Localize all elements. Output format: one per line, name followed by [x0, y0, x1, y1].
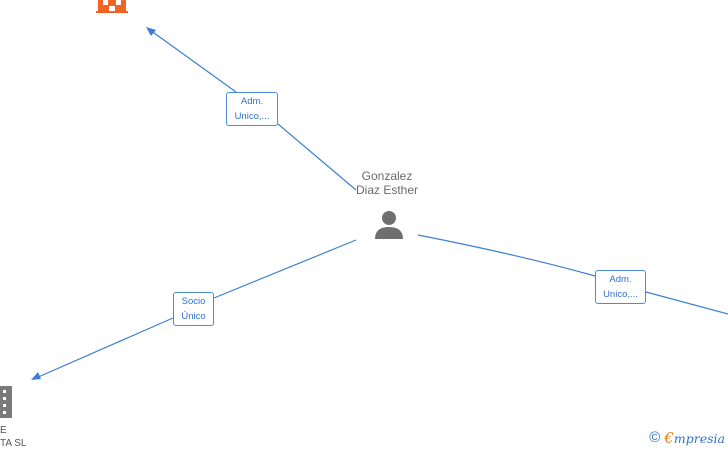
person-name[interactable]: Gonzalez Diaz Esther	[340, 169, 434, 197]
person-name-line1: Gonzalez	[361, 169, 413, 183]
building-icon	[96, 0, 128, 13]
edge-label-line1: Adm.	[609, 274, 632, 285]
company-name-line2: TA SL	[0, 438, 27, 449]
building-icon	[0, 386, 12, 418]
company-node-top[interactable]	[96, 0, 130, 19]
brand-rest: mpresia	[673, 431, 725, 446]
arrow-head	[31, 372, 41, 380]
edge-label-line1: Socio	[181, 296, 206, 307]
edge-bottom-left-company	[31, 239, 357, 380]
edge-right-company	[417, 234, 728, 315]
brand-logo-text: €mpresia	[664, 429, 725, 447]
edge-label-line2: Unico,...	[234, 111, 270, 122]
brand-first-letter: €	[664, 429, 674, 447]
company-node-bottom-left[interactable]	[0, 386, 14, 425]
empresia-brand[interactable]: © €mpresia	[649, 429, 725, 447]
edge-label-adm-right[interactable]: Adm. Unico,...	[595, 270, 646, 304]
company-name-line1: E	[0, 425, 7, 436]
copyright-icon: ©	[649, 429, 661, 446]
edge-label-line2: Unico,...	[603, 289, 638, 300]
person-node[interactable]	[373, 209, 405, 246]
person-icon	[375, 211, 403, 239]
arrow-head	[146, 27, 156, 36]
person-name-line2: Diaz Esther	[355, 183, 419, 197]
edge-label-line2: Único	[181, 311, 206, 322]
edge-label-line1: Adm.	[240, 96, 264, 107]
edge-top-company	[146, 27, 357, 191]
edge-label-adm-top[interactable]: Adm. Unico,...	[226, 92, 278, 126]
edge-label-socio-unico[interactable]: Socio Único	[173, 292, 214, 326]
company-name-bottom-left[interactable]: E TA SL	[0, 424, 40, 450]
